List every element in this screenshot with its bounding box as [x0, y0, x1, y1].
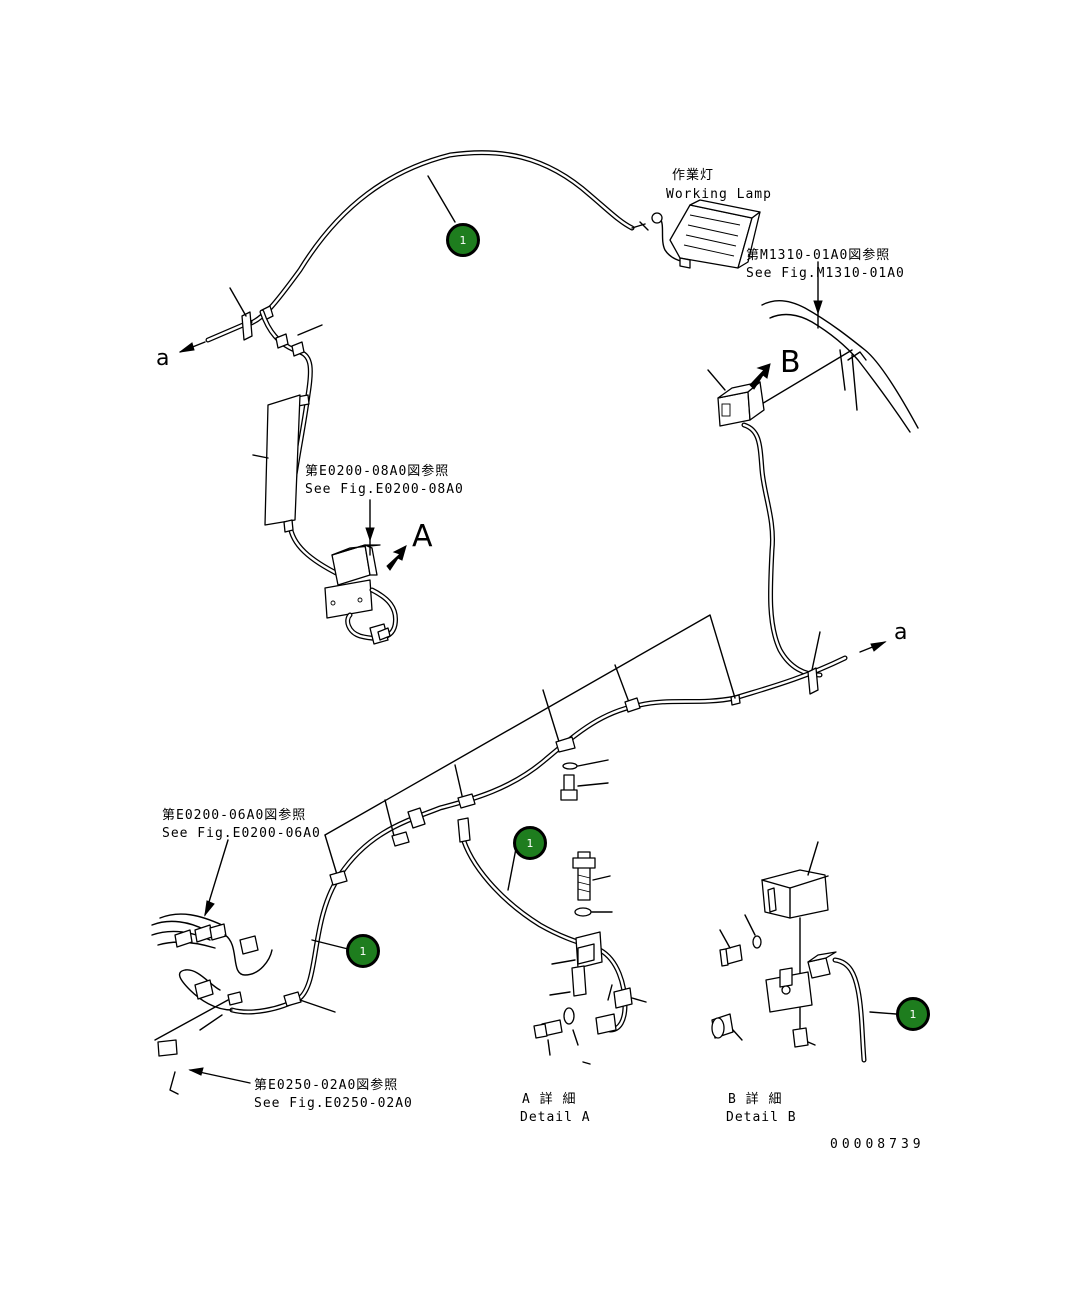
view-b-letter: B: [780, 345, 801, 380]
detail-b-label-en: Detail B: [726, 1110, 797, 1125]
detail-b: [711, 841, 867, 1063]
callout-part-1: 1: [896, 997, 930, 1031]
ref-e0250-02-label-ja: 第E0250-02A0図参照: [254, 1078, 399, 1093]
upper-harness: [179, 150, 649, 578]
connector-box-a: [324, 499, 407, 645]
ref-e0200-06-label-ja: 第E0200-06A0図参照: [162, 808, 307, 823]
callout-number: 1: [459, 233, 467, 247]
detail-a-label-en: Detail A: [520, 1110, 591, 1125]
working-lamp-label-en: Working Lamp: [666, 187, 772, 202]
callout-leader-1: [427, 175, 456, 223]
drawing-number: 00008739: [830, 1137, 925, 1152]
callout-number: 1: [909, 1007, 917, 1021]
ref-m1310-label-ja: 第M1310-01A0図参照: [746, 248, 891, 263]
frame-and-box-b: [707, 261, 919, 678]
ref-e0200-06-label-en: See Fig.E0200-06A0: [162, 826, 321, 841]
callout-number: 1: [526, 836, 534, 850]
callout-part-1: 1: [346, 934, 380, 968]
view-a-letter: A: [412, 519, 433, 554]
working-lamp: [651, 199, 761, 269]
callout-leader-3: [869, 1011, 897, 1015]
connector-a-left-label: a: [156, 346, 170, 371]
ref-e0200-08-label-en: See Fig.E0200-08A0: [305, 482, 464, 497]
detail-b-label-ja: B 詳 細: [728, 1092, 783, 1107]
detail-a-label-ja: A 詳 細: [522, 1092, 577, 1107]
lower-left-connectors: [151, 839, 273, 1095]
callout-leader-2: [311, 939, 353, 951]
working-lamp-label-ja: 作業灯: [672, 168, 715, 183]
callout-part-1: 1: [446, 223, 480, 257]
ref-m1310-label-en: See Fig.M1310-01A0: [746, 266, 905, 281]
callout-number: 1: [359, 944, 367, 958]
ref-e0250-02-label-en: See Fig.E0250-02A0: [254, 1096, 413, 1111]
detail-a: [457, 817, 647, 1065]
connector-a-right-label: a: [894, 620, 908, 645]
main-harness: [229, 614, 887, 1015]
callout-part-1: 1: [513, 826, 547, 860]
ref-e0200-08-label-ja: 第E0200-08A0図参照: [305, 464, 450, 479]
